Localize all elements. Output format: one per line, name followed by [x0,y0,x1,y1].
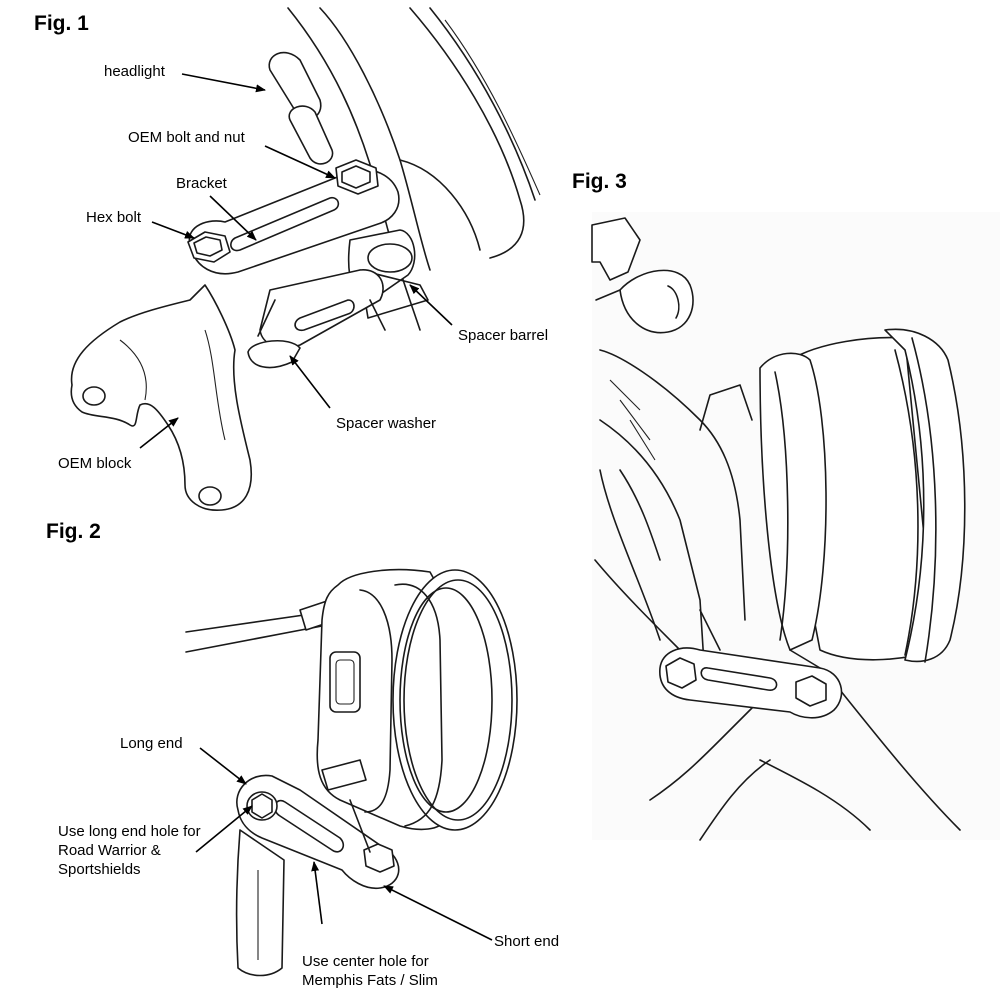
label-bracket: Bracket [176,175,227,192]
fig2-arrows [195,747,493,941]
label-headlight: headlight [104,63,165,80]
fig1-arrows [139,73,453,449]
fig3-turn-signal [619,269,694,334]
fig3-nut-left [665,657,697,689]
fig2-title: Fig. 2 [46,520,101,543]
label-oem-bolt-nut: OEM bolt and nut [128,129,245,146]
fig3-fork [599,349,746,621]
fig1-oem-block [70,284,252,511]
fig1-headlight-rim-inner [429,7,536,201]
fig2-headlight-lens [392,569,518,831]
fig2-post [235,829,285,977]
fig1-spacer-washer [247,339,301,369]
label-center-hole-1: Use center hole for [302,953,429,970]
label-center-hole-2: Memphis Fats / Slim [302,972,438,989]
fig1-lower-plate [259,269,384,349]
fig2-drawing [185,568,518,977]
label-spacer-barrel: Spacer barrel [458,327,549,344]
label-long-end-hole-1: Use long end hole for [58,823,201,840]
label-long-end-hole-3: Sportshields [58,861,141,878]
fig3-title: Fig. 3 [572,170,627,193]
fig3-drawing [591,217,966,841]
fig1-drawing [70,7,541,511]
label-oem-block: OEM block [58,455,132,472]
label-spacer-washer: Spacer washer [336,415,437,432]
label-long-end-hole-2: Road Warrior & [58,842,161,859]
label-long-end: Long end [120,735,183,752]
label-short-end: Short end [494,933,560,950]
fig1-headlight-rim-outer [409,7,525,259]
fig2-short-end-nut [363,843,395,873]
fig1-title: Fig. 1 [34,12,89,35]
fig3-headlight-rim [884,328,966,663]
label-hex-bolt: Hex bolt [86,209,142,226]
fig1-bracket [188,168,400,275]
fig3-nut-right [795,675,827,707]
fig3-bracket [659,647,843,719]
